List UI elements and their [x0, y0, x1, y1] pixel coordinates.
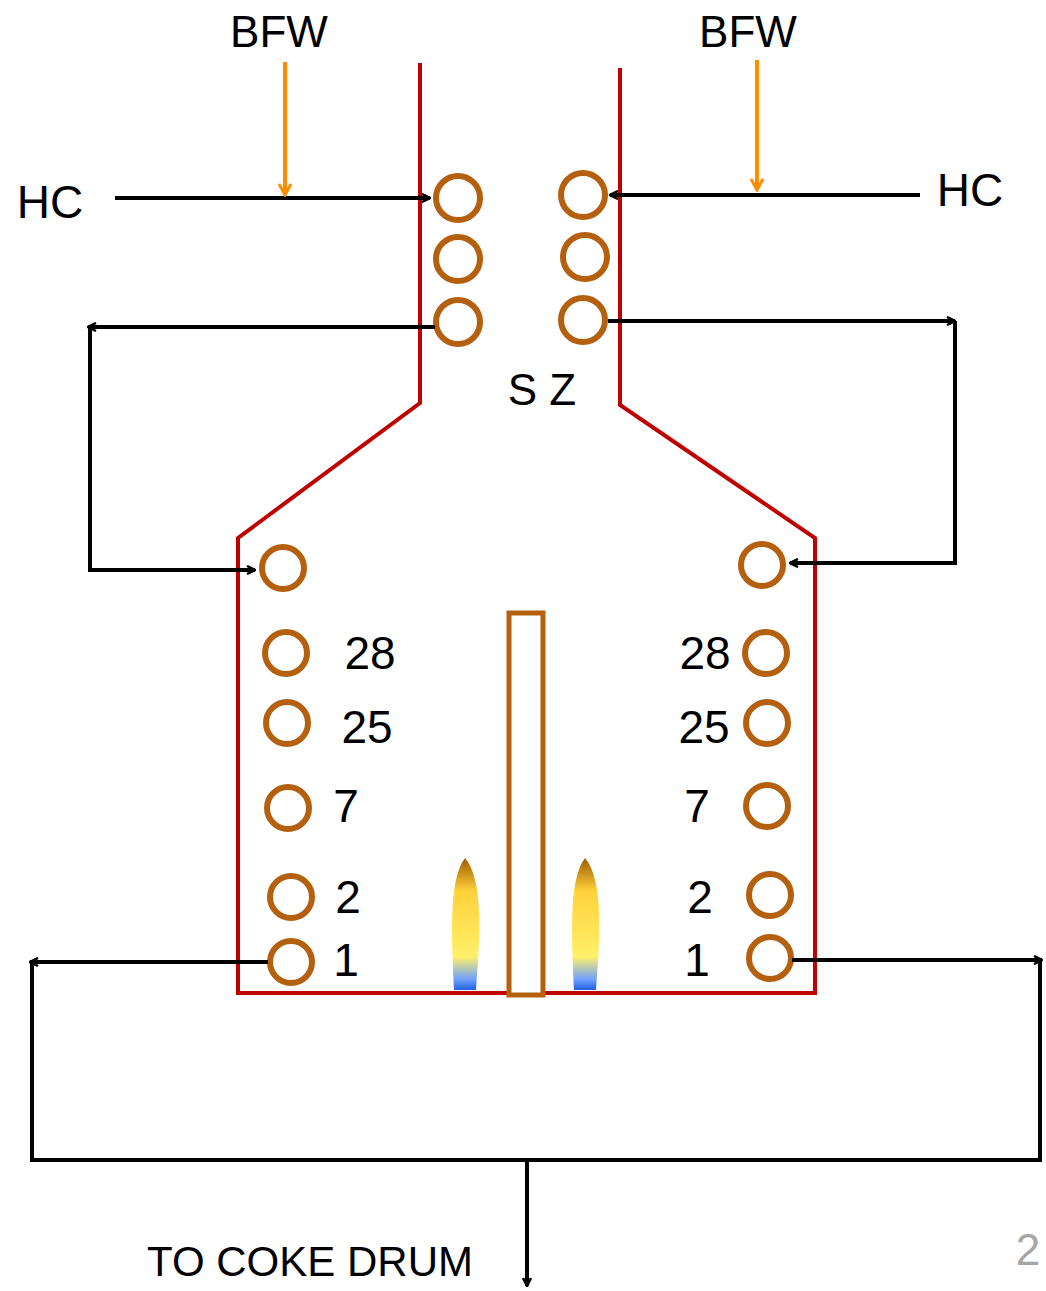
tube-number: 25 [678, 704, 729, 750]
stream-label: HC [937, 167, 1003, 213]
tube-number: 7 [684, 783, 710, 829]
tube-number: 2 [687, 874, 713, 920]
stream-label: HC [17, 179, 83, 225]
stream-label: BFW [699, 10, 797, 54]
burner-flame [452, 858, 479, 990]
tube-number: 28 [344, 630, 395, 676]
tube-number: 25 [341, 704, 392, 750]
flow-lines [30, 195, 1042, 1286]
page-number: 2 [1016, 1228, 1040, 1272]
tube-group [262, 173, 791, 983]
tube-number: 2 [335, 874, 361, 920]
bfw-arrows [285, 60, 757, 195]
tube-number: 1 [333, 937, 359, 983]
tube-number: 1 [684, 937, 710, 983]
tube-number: 28 [679, 630, 730, 676]
stream-label: BFW [230, 10, 328, 54]
outlet-label: TO COKE DRUM [147, 1241, 473, 1283]
center-wall [509, 613, 543, 995]
section-label: S Z [508, 368, 576, 412]
burner-flame [572, 858, 599, 990]
tube-number: 7 [333, 783, 359, 829]
